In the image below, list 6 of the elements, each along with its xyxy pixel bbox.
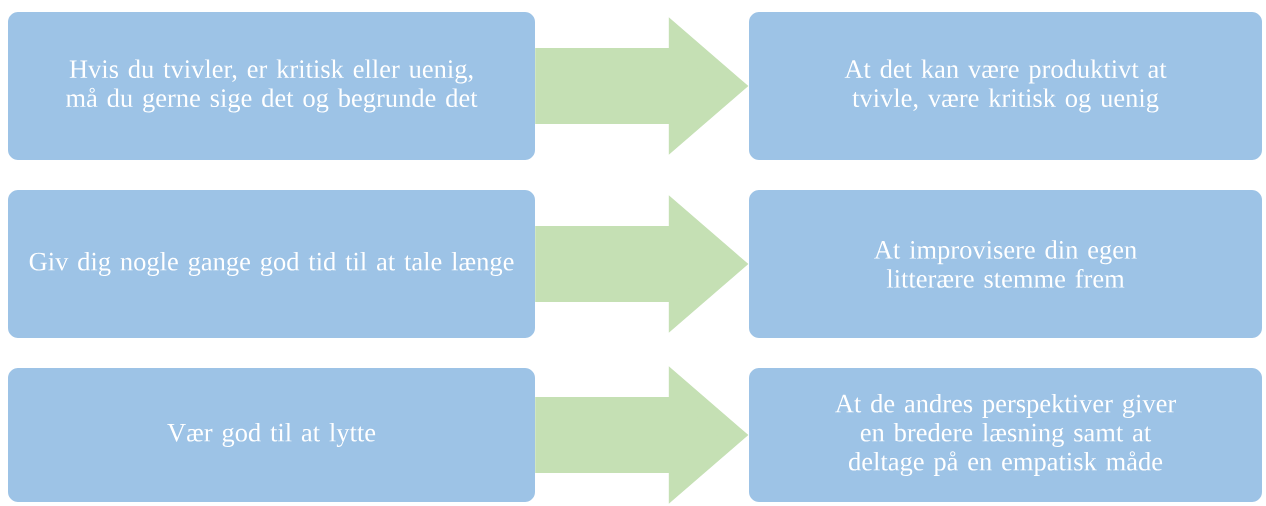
process-box: At det kan være produktivt at tvivle, være kritisk og uenig xyxy=(749,12,1262,160)
process-box: Vær god til at lytte xyxy=(8,368,535,502)
process-box: Hvis du tvivler, er kritisk eller uenig, må du gerne sige det og begrunde det xyxy=(8,12,535,160)
process-box: At improvisere din egen litterære stemme frem xyxy=(749,190,1262,338)
process-box: Giv dig nogle gange god tid til at tale længe xyxy=(8,190,535,338)
process-box: At de andres perspektiver giver en bredere læsning samt at deltage på en empatisk måde xyxy=(749,368,1262,502)
